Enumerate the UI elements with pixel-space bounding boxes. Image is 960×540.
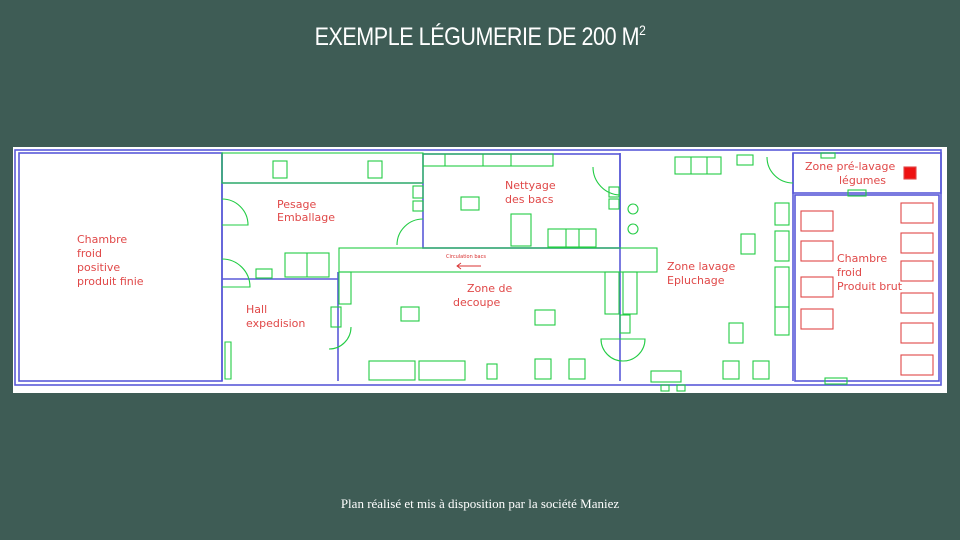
equipment-box — [676, 384, 686, 392]
door-swing — [592, 166, 621, 196]
equipment-box — [774, 230, 790, 262]
label-chambre-froid-positive-3: positive — [77, 261, 120, 274]
label-chambre-froid-positive-4: produit finie — [77, 275, 144, 288]
rack — [900, 232, 934, 254]
label-decoupe-2: decoupe — [453, 296, 500, 309]
label-circulation: Circulation bacs — [446, 254, 486, 260]
label-chambre-froid-positive-2: froid — [77, 247, 102, 260]
circulation-bench — [338, 247, 658, 273]
equipment-table — [368, 360, 416, 381]
slide-title: EXEMPLE LÉGUMERIE DE 200 M2 — [67, 22, 893, 52]
equipment-box — [847, 189, 867, 197]
label-lavage-2: Epluchage — [667, 274, 725, 287]
equipment-box — [774, 266, 790, 308]
equipment-box — [608, 186, 620, 198]
equipment-box — [338, 271, 352, 305]
equipment-drain — [627, 203, 639, 215]
slide-title-text: EXEMPLE LÉGUMERIE DE 200 M — [314, 23, 640, 51]
floor-plan: Chambre froid positive produit finie Pes… — [13, 147, 947, 393]
wall-chambre-froid-positive — [18, 152, 223, 382]
label-chambre-froid-brut-1: Chambre — [837, 252, 887, 265]
rack — [900, 322, 934, 344]
equipment-box — [736, 154, 754, 166]
equipment-box — [412, 185, 424, 199]
equipment-box — [272, 160, 288, 179]
equipment-bench — [221, 152, 424, 184]
rack — [800, 240, 834, 262]
arrow-head — [456, 262, 462, 270]
equipment-sink — [510, 213, 532, 247]
equipment-box — [412, 200, 424, 212]
walls — [14, 149, 942, 386]
equipment-box — [752, 360, 770, 380]
label-nettoyage-2: des bacs — [505, 193, 554, 206]
equipment-box — [820, 152, 836, 159]
equipment-box — [774, 202, 790, 226]
label-hall-1: Hall — [246, 303, 267, 316]
equipment-bench — [422, 153, 554, 167]
label-decoupe-1: Zone de — [467, 282, 512, 295]
equipment-box — [486, 363, 498, 380]
equipment-table — [674, 156, 722, 175]
equipment-box — [604, 271, 620, 315]
label-lavage-1: Zone lavage — [667, 260, 736, 273]
slide-caption: Plan réalisé et mis à disposition par la… — [340, 496, 620, 511]
equipment-box — [740, 233, 756, 255]
equipment-box — [367, 160, 383, 179]
room-labels: Chambre froid positive produit finie Pes… — [77, 160, 903, 330]
label-pre-lavage-1: Zone pré-lavage — [805, 160, 896, 173]
rack — [900, 354, 934, 376]
cold-room-racks — [800, 166, 934, 376]
equipment-box — [650, 370, 682, 383]
door-swing — [766, 156, 794, 184]
equipment-box — [660, 384, 670, 392]
equipment-box — [824, 377, 848, 385]
label-pre-lavage-2: légumes — [839, 174, 886, 187]
rack — [900, 260, 934, 282]
door-swing — [600, 338, 646, 362]
equipment-box — [619, 314, 631, 334]
label-hall-2: expedision — [246, 317, 305, 330]
label-pesage-1: Pesage — [277, 198, 316, 211]
equipment-box — [255, 268, 273, 279]
marker-square — [903, 166, 917, 180]
equipment-box — [774, 306, 790, 336]
outer-wall — [14, 149, 942, 386]
equipment-box — [534, 358, 552, 380]
slide-title-superscript: 2 — [639, 22, 646, 38]
door-swing — [221, 258, 251, 288]
equipment-box — [722, 360, 740, 380]
label-chambre-froid-positive-1: Chambre — [77, 233, 127, 246]
equipment-shelf — [224, 341, 232, 380]
rack — [900, 202, 934, 224]
equipment — [221, 152, 867, 392]
wall-chambre-froid-brut — [794, 194, 940, 382]
rack — [800, 308, 834, 330]
equipment-box — [330, 306, 342, 328]
equipment-box — [728, 322, 744, 344]
rack — [800, 276, 834, 298]
label-chambre-froid-brut-3: Produit brut — [837, 280, 903, 293]
rack — [800, 210, 834, 232]
floor-plan-drawing: Chambre froid positive produit finie Pes… — [14, 149, 942, 392]
door-swing — [221, 198, 249, 226]
rack — [900, 292, 934, 314]
label-pesage-2: Emballage — [277, 211, 335, 224]
equipment-box — [622, 271, 638, 315]
circulation-arrow — [456, 262, 481, 270]
equipment-box — [608, 198, 620, 210]
equipment-box — [534, 309, 556, 326]
equipment-drain — [627, 223, 639, 235]
equipment-box — [568, 358, 586, 380]
equipment-box — [400, 306, 420, 322]
label-chambre-froid-brut-2: froid — [837, 266, 862, 279]
equipment-table — [418, 360, 466, 381]
door-swing — [396, 218, 424, 246]
equipment-box — [460, 196, 480, 211]
wall-pre-lavage — [792, 152, 942, 194]
equipment-table — [547, 228, 597, 248]
door-swing — [328, 326, 352, 350]
label-nettoyage-1: Nettyage — [505, 179, 556, 192]
